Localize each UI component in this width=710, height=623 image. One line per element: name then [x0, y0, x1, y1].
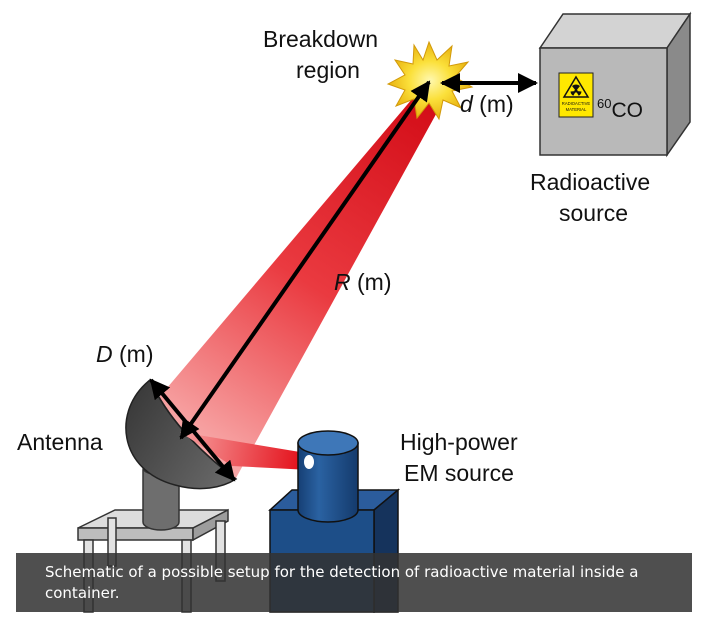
trefoil-icon — [570, 84, 582, 96]
radioactive-source-label-line2: source — [559, 200, 629, 226]
warning-text-line2: MATERIAL — [566, 107, 587, 112]
D-unit: (m) — [112, 341, 154, 367]
d-unit: (m) — [472, 91, 514, 117]
isotope-symbol: CO — [611, 99, 643, 122]
em-source-cylinder — [297, 430, 359, 523]
figure-caption: Schematic of a possible setup for the de… — [16, 553, 692, 612]
R-unit: (m) — [350, 269, 392, 295]
breakdown-region-label-line2: region — [296, 57, 360, 83]
R-arrow — [179, 80, 431, 440]
radioactive-source-label-line1: Radioactive — [530, 169, 651, 195]
R-distance-label: R (m) — [334, 268, 392, 296]
D-variable: D — [96, 341, 113, 367]
D-diameter-label: D (m) — [96, 340, 154, 368]
isotope-mass-number: 60 — [597, 96, 612, 111]
D-arrow — [149, 378, 236, 482]
em-source-label-line1: High-power — [400, 429, 518, 455]
R-variable: R — [334, 269, 351, 295]
d-variable: d — [460, 91, 473, 117]
em-aperture — [304, 455, 314, 469]
warning-text-line1: RADIOACTIVE — [562, 101, 591, 106]
radiation-warning-sign: RADIOACTIVE MATERIAL — [558, 72, 594, 118]
breakdown-region-label-line1: Breakdown — [263, 26, 379, 52]
isotope-label: 60CO — [597, 90, 643, 125]
em-source-label-line2: EM source — [404, 460, 514, 486]
d-distance-label: d (m) — [460, 90, 514, 118]
antenna-label: Antenna — [17, 429, 103, 455]
